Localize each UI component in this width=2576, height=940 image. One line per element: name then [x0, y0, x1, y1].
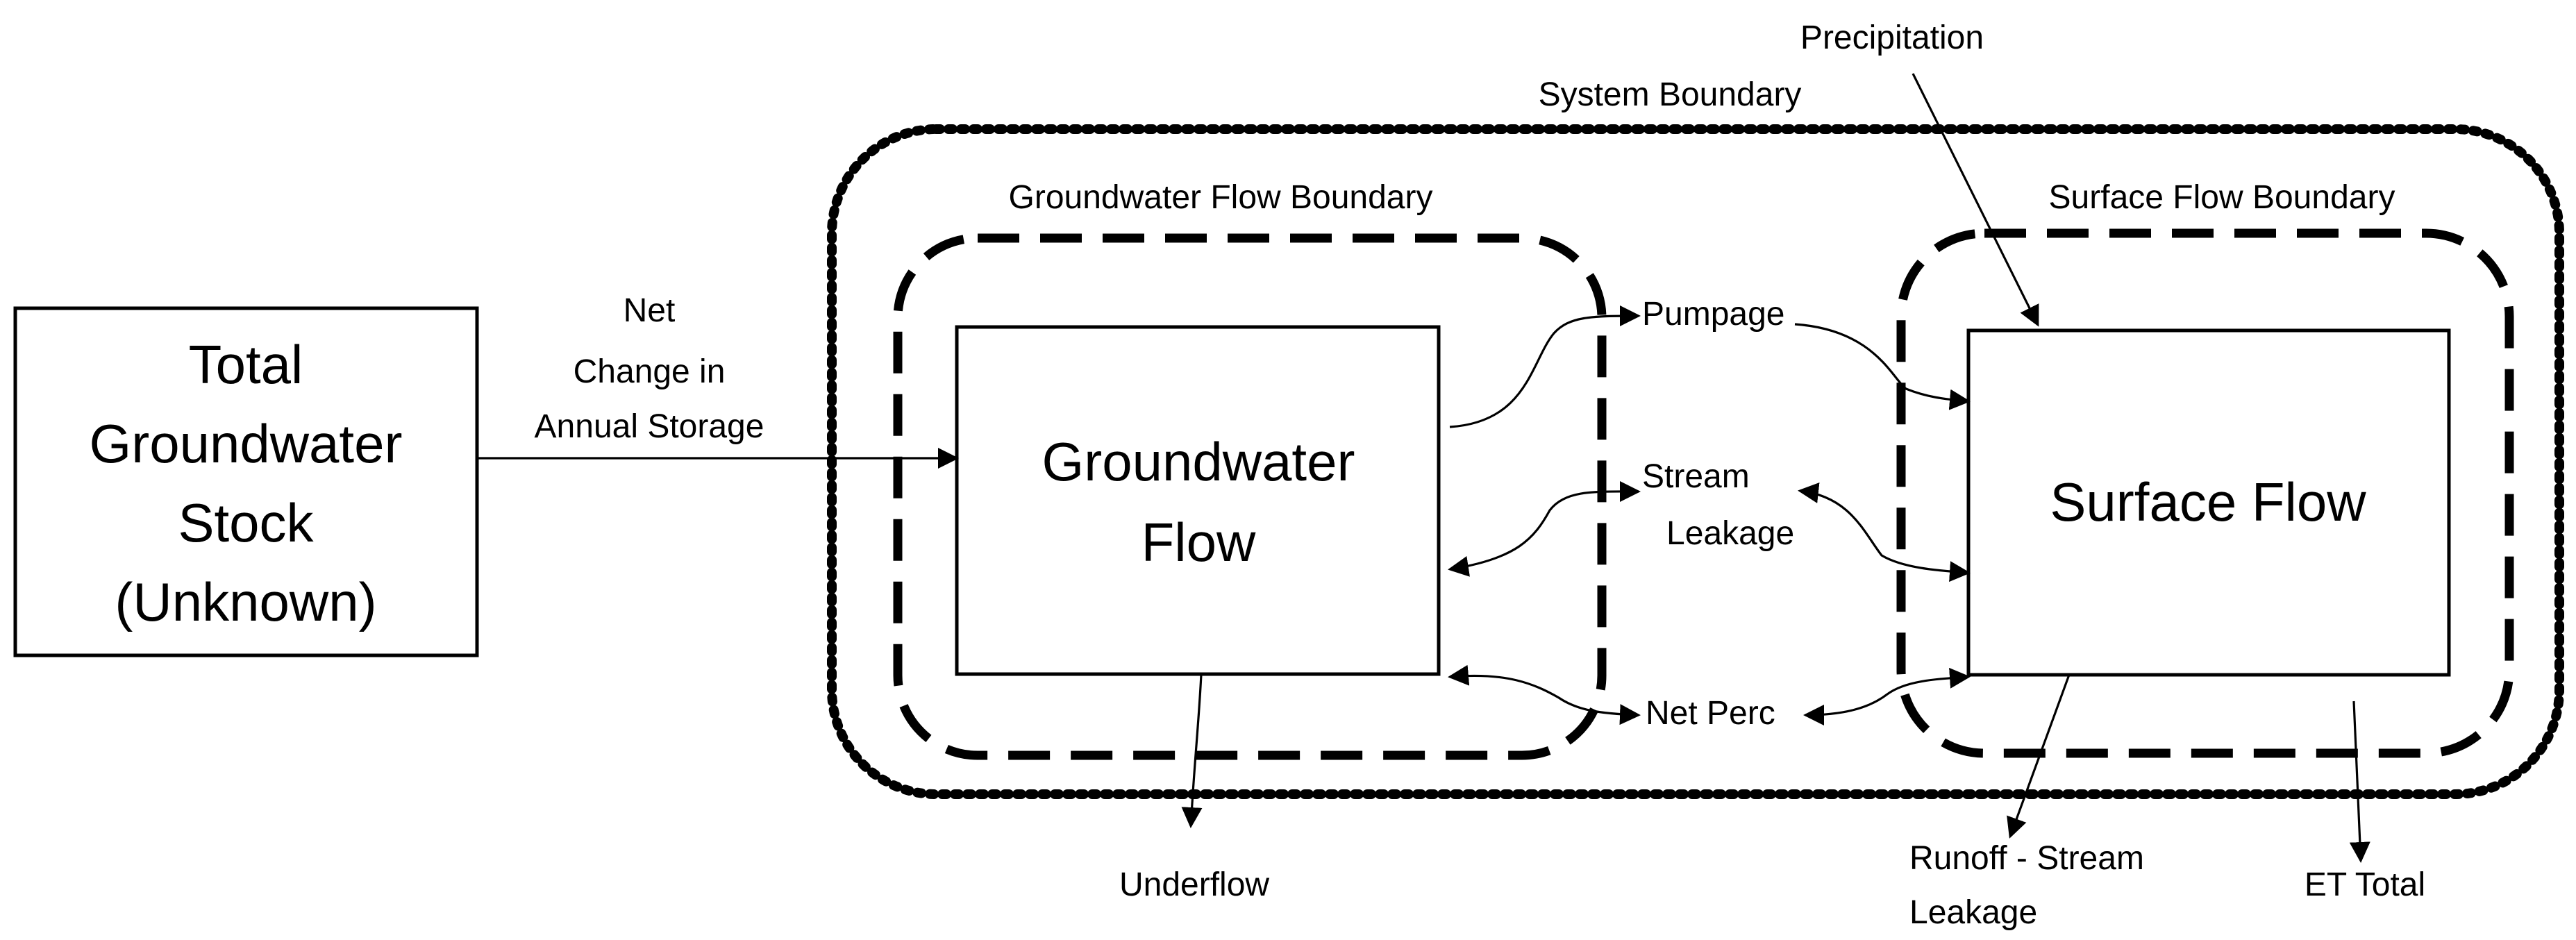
stream-leakage-gw-arrow: [1448, 480, 1641, 577]
surface-flow-box: [1966, 328, 2451, 677]
precipitation-arrow: [1912, 73, 2039, 327]
underflow-label: Underflow: [1119, 866, 1269, 903]
net-perc-gw-arrow: [1448, 664, 1641, 725]
net-perc-label: Net Perc: [1646, 695, 1775, 732]
runoff-line-1: Runoff - Stream: [1909, 840, 2144, 877]
runoff-arrow: [2007, 674, 2071, 839]
pumpage-label: Pumpage: [1642, 296, 1784, 333]
total-stock-line-2: Groundwater: [90, 413, 403, 474]
runoff-line-2: Leakage: [1909, 894, 2037, 931]
net-change-line-2: Change in: [574, 353, 726, 390]
system-boundary-label: System Boundary: [1539, 76, 1802, 113]
system-boundary: [827, 124, 2564, 799]
pumpage-to-surface-arrow: [1794, 323, 1971, 410]
groundwater-flow-line-2: Flow: [1141, 512, 1256, 573]
surface-flow-boundary-label: Surface Flow Boundary: [2049, 179, 2395, 216]
groundwater-flow-boundary-label: Groundwater Flow Boundary: [1009, 179, 1433, 216]
groundwater-flow-box: [955, 325, 1441, 676]
surface-flow-label: Surface Flow: [2050, 471, 2366, 532]
net-perc-sf-arrow: [1803, 667, 1971, 725]
underflow-arrow: [1181, 673, 1203, 828]
et-total-arrow: [2349, 700, 2370, 863]
total-stock-line-1: Total: [189, 334, 303, 395]
groundwater-flow-line-1: Groundwater: [1042, 431, 1355, 492]
stream-leakage-line-2: Leakage: [1666, 515, 1794, 552]
total-stock-line-3: Stock: [178, 492, 314, 553]
pumpage-arrow: [1449, 305, 1641, 428]
precipitation-label: Precipitation: [1800, 19, 1984, 56]
stream-leakage-line-1: Stream: [1642, 458, 1750, 495]
net-change-line-3: Annual Storage: [535, 408, 764, 445]
stream-leakage-sf-arrow: [1798, 482, 1971, 582]
surface-flow-boundary: [1896, 228, 2514, 758]
et-total-label: ET Total: [2305, 866, 2425, 903]
total-stock-line-4: (Unknown): [115, 571, 376, 632]
net-change-line-1: Net: [624, 292, 676, 329]
total-groundwater-stock-box: [13, 306, 479, 657]
